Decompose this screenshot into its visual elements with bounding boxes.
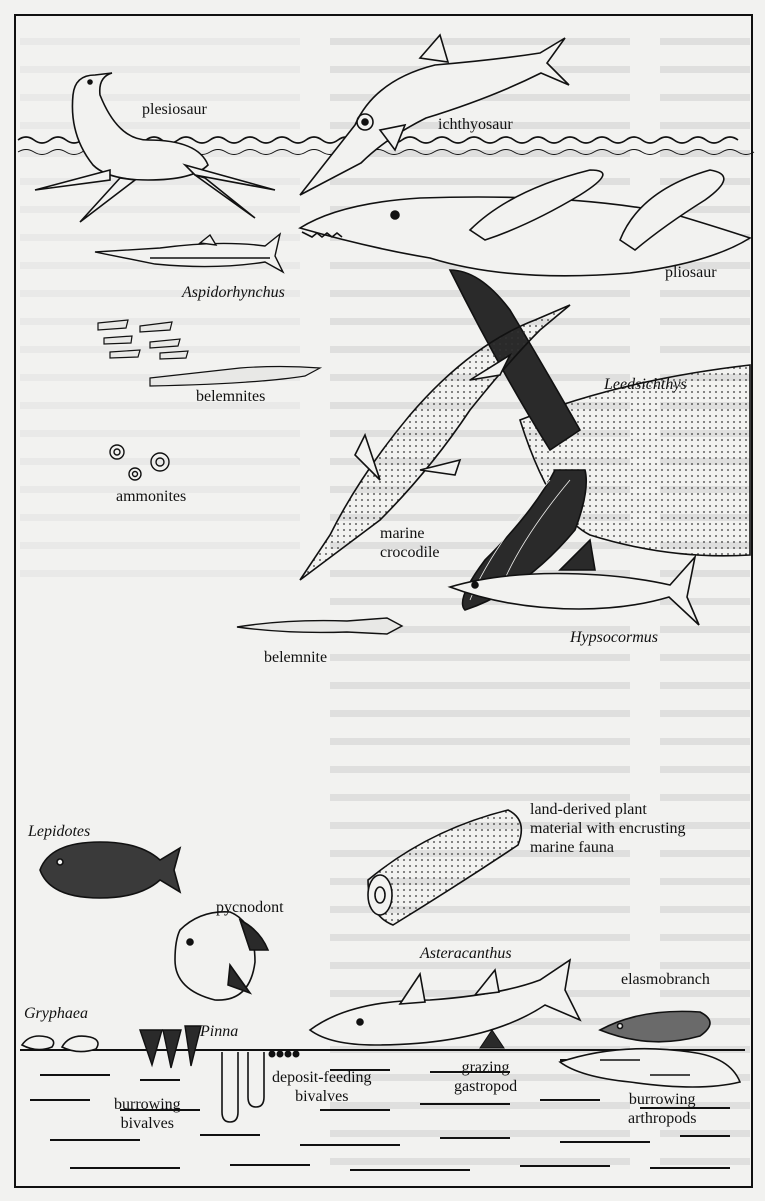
label-lepidotes: Lepidotes [28, 822, 90, 841]
burrowing-bivalves-drawing [222, 1052, 264, 1122]
pycnodont-drawing [175, 912, 268, 1000]
label-deposit-feeding-bivalves: deposit-feeding bivalves [272, 1068, 372, 1106]
label-belemnites: belemnites [196, 387, 265, 406]
label-belemnite: belemnite [264, 648, 327, 667]
label-ammonites: ammonites [116, 487, 186, 506]
label-pinna: Pinna [200, 1022, 238, 1041]
label-aspidorhynchus: Aspidorhynchus [182, 283, 285, 302]
label-ichthyosaur: ichthyosaur [438, 115, 513, 134]
label-elasmobranch: elasmobranch [621, 970, 710, 989]
label-grazing-gastropod: grazing gastropod [454, 1058, 517, 1096]
label-burrowing-bivalves: burrowing bivalves [114, 1095, 181, 1133]
deposit-feeding-bivalves-drawing [269, 1051, 299, 1057]
lepidotes-drawing [40, 842, 180, 898]
label-hypsocormus: Hypsocormus [570, 628, 658, 647]
label-burrowing-arthropods: burrowing arthropods [628, 1090, 696, 1128]
label-gryphaea: Gryphaea [24, 1004, 88, 1023]
label-leedsichthys: Leedsichthys [604, 375, 687, 394]
belemnite-drawing [237, 618, 402, 634]
label-pliosaur: pliosaur [665, 263, 717, 282]
label-land-plant: land-derived plant material with encrust… [530, 800, 686, 857]
label-pycnodont: pycnodont [216, 898, 284, 917]
label-marine-crocodile: marine crocodile [380, 524, 440, 562]
label-asteracanthus: Asteracanthus [420, 944, 512, 963]
label-plesiosaur: plesiosaur [142, 100, 207, 119]
pinna-drawing [140, 1026, 201, 1068]
